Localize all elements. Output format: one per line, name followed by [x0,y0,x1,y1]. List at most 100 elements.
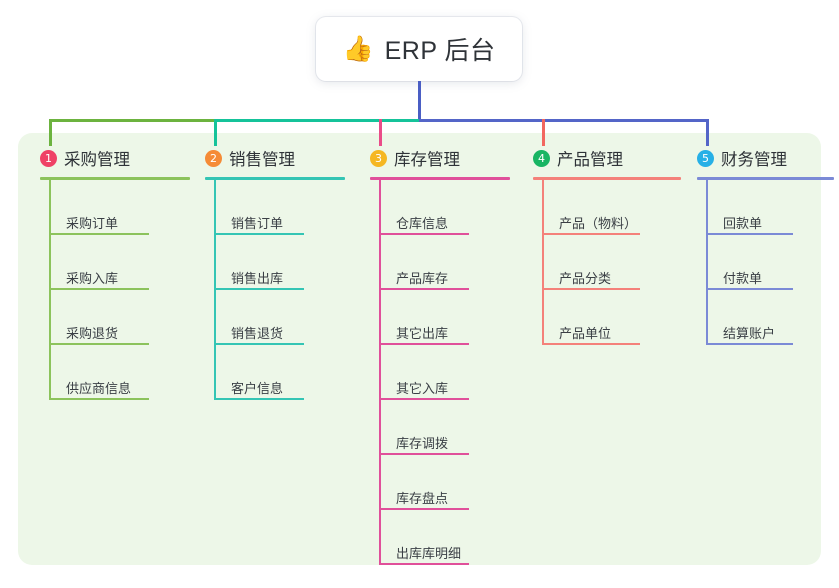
column-title: 产品管理 [557,151,623,169]
column-spine [706,180,708,345]
tree-item-label: 产品单位 [559,326,612,341]
column-header-rule [370,177,510,180]
column-header-rule [40,177,190,180]
connector-bar-right [419,119,709,122]
column-2: 2 销售管理销售订单销售出库销售退货客户信息 [205,146,345,400]
tree-item-rule [49,343,149,345]
tree-item-label: 库存盘点 [396,491,449,506]
tree-item[interactable]: 销售订单 [205,180,345,235]
root-node[interactable]: 👍 ERP 后台 [316,17,522,81]
tree-item-label: 供应商信息 [66,381,132,396]
tree-item[interactable]: 销售退货 [205,290,345,345]
column-spine [214,180,216,400]
tree-item[interactable]: 销售出库 [205,235,345,290]
tree-item-rule [214,343,304,345]
tree-item-label: 采购订单 [66,216,119,231]
tree-item-rule [379,563,469,565]
tree-item-rule [49,233,149,235]
tree-item-rule [379,453,469,455]
column-header-rule [533,177,681,180]
column-header-1[interactable]: 1 采购管理 [40,146,190,170]
tree-item-label: 产品（物料） [559,216,638,231]
tree-item[interactable]: 库存盘点 [370,455,510,510]
column-title: 库存管理 [394,151,460,169]
column-title: 销售管理 [229,151,295,169]
tree-item[interactable]: 付款单 [697,235,834,290]
tree-item[interactable]: 供应商信息 [40,345,190,400]
tree-item-label: 采购退货 [66,326,119,341]
connector-drop-1 [49,119,52,146]
column-header-4[interactable]: 4 产品管理 [533,146,681,170]
tree-item-rule [379,233,469,235]
tree-item-label: 产品分类 [559,271,612,286]
tree-item[interactable]: 产品分类 [533,235,681,290]
tree-item[interactable]: 客户信息 [205,345,345,400]
connector-drop-5 [706,119,709,146]
tree-item-rule [49,398,149,400]
tree-item-label: 采购入库 [66,271,119,286]
tree-item[interactable]: 库存调拨 [370,400,510,455]
tree-item[interactable]: 其它入库 [370,345,510,400]
column-spine [542,180,544,345]
tree-item[interactable]: 出库库明细 [370,510,510,565]
column-items: 销售订单销售出库销售退货客户信息 [205,180,345,400]
tree-item-rule [214,398,304,400]
tree-item-label: 回款单 [723,216,763,231]
column-items: 仓库信息产品库存其它出库其它入库库存调拨库存盘点出库库明细 [370,180,510,565]
tree-item-rule [706,233,793,235]
tree-item-label: 销售订单 [231,216,284,231]
tree-item-label: 出库库明细 [396,546,462,561]
tree-item[interactable]: 采购订单 [40,180,190,235]
tree-item-label: 其它出库 [396,326,449,341]
column-number-badge: 2 [205,149,222,167]
tree-item[interactable]: 产品单位 [533,290,681,345]
tree-item[interactable]: 产品（物料） [533,180,681,235]
tree-item-rule [542,233,640,235]
tree-item-rule [379,508,469,510]
tree-item-label: 客户信息 [231,381,284,396]
tree-item[interactable]: 回款单 [697,180,834,235]
column-spine [379,180,381,565]
tree-item-label: 产品库存 [396,271,449,286]
tree-item[interactable]: 其它出库 [370,290,510,345]
tree-item[interactable]: 采购入库 [40,235,190,290]
column-header-2[interactable]: 2 销售管理 [205,146,345,170]
tree-item-label: 销售退货 [231,326,284,341]
tree-item-rule [214,288,304,290]
connector-bar-mid [214,119,419,122]
thumbs-up-icon: 👍 [342,34,374,63]
tree-item[interactable]: 采购退货 [40,290,190,345]
tree-item-label: 结算账户 [723,326,776,341]
tree-item-label: 付款单 [723,271,763,286]
column-header-rule [697,177,834,180]
tree-item-label: 库存调拨 [396,436,449,451]
column-title: 采购管理 [64,151,130,169]
column-items: 回款单付款单结算账户 [697,180,834,345]
tree-item-rule [379,288,469,290]
content-panel [18,133,821,565]
tree-item-rule [706,343,793,345]
tree-item[interactable]: 仓库信息 [370,180,510,235]
tree-item-rule [706,288,793,290]
column-number-badge: 4 [533,149,550,167]
tree-item-label: 其它入库 [396,381,449,396]
tree-item[interactable]: 结算账户 [697,290,834,345]
column-title: 财务管理 [721,151,787,169]
connector-bar-left [49,119,214,122]
tree-item-rule [214,233,304,235]
tree-item-rule [379,343,469,345]
column-4: 4 产品管理产品（物料） 产品分类产品单位 [533,146,681,345]
column-number-badge: 5 [697,149,714,167]
column-header-5[interactable]: 5 财务管理 [697,146,834,170]
tree-item-rule [542,288,640,290]
column-5: 5 财务管理回款单付款单结算账户 [697,146,834,345]
tree-item-label: 仓库信息 [396,216,449,231]
column-items: 采购订单采购入库采购退货供应商信息 [40,180,190,400]
connector-drop-3 [379,119,382,146]
column-items: 产品（物料） 产品分类产品单位 [533,180,681,345]
tree-item[interactable]: 产品库存 [370,235,510,290]
column-number-badge: 1 [40,149,57,167]
